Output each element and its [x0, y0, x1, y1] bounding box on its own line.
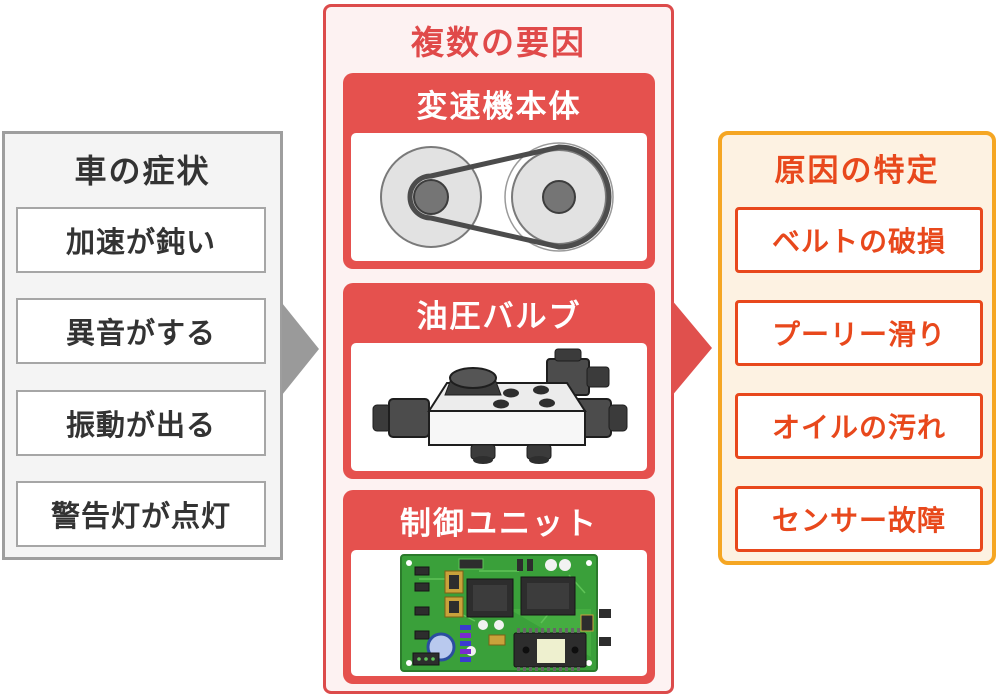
- factors-panel: 複数の要因 変速機本体 油圧バルブ: [323, 4, 674, 694]
- factor-label-transmission: 変速機本体: [416, 88, 582, 124]
- symptom-item-1: 加速が鈍い: [16, 207, 266, 273]
- symptom-item-2: 異音がする: [16, 298, 266, 364]
- cause-item-2: プーリー滑り: [735, 300, 983, 366]
- belt-pulley-icon: [380, 142, 614, 252]
- factor-card-control-unit: 制御ユニット: [343, 490, 655, 684]
- factor-label-hydraulic-valve: 油圧バルブ: [416, 298, 582, 334]
- arrow-symptoms-to-factors-icon: [282, 303, 319, 395]
- causes-title: 原因の特定: [774, 153, 940, 188]
- symptom-item-4: 警告灯が点灯: [16, 481, 266, 547]
- causes-panel: 原因の特定 ベルトの破損 プーリー滑り オイルの汚れ センサー故障: [718, 131, 996, 565]
- factor-illustration-frame: [351, 550, 647, 676]
- symptom-item-3: 振動が出る: [16, 390, 266, 456]
- factor-illustration-frame: [351, 133, 647, 261]
- symptoms-panel: 車の症状 加速が鈍い 異音がする 振動が出る 警告灯が点灯: [2, 131, 283, 560]
- factor-label-control-unit: 制御ユニット: [400, 505, 598, 541]
- factor-illustration-frame: [351, 343, 647, 471]
- symptoms-title: 車の症状: [74, 153, 211, 189]
- factor-card-transmission: 変速機本体: [343, 73, 655, 269]
- arrow-factors-to-causes-icon: [671, 299, 712, 397]
- cause-item-1: ベルトの破損: [735, 207, 983, 273]
- factor-card-hydraulic-valve: 油圧バルブ: [343, 283, 655, 479]
- cause-item-4: センサー故障: [735, 486, 983, 552]
- factors-title: 複数の要因: [411, 24, 586, 61]
- hydraulic-valve-icon: [372, 348, 628, 464]
- circuit-board-icon: [400, 554, 611, 672]
- cause-item-3: オイルの汚れ: [735, 393, 983, 459]
